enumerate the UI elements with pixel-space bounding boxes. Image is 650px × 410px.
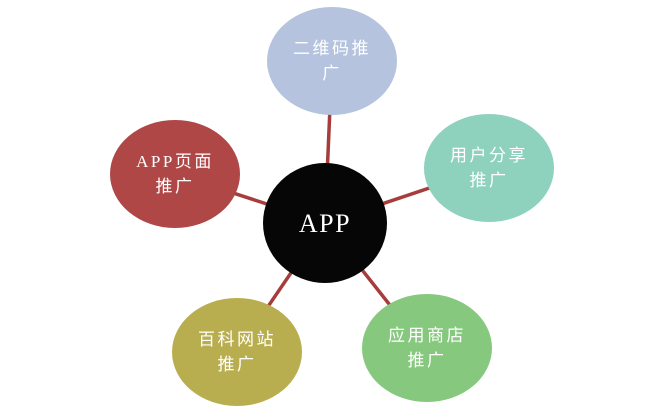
node-center-app: APP [263,163,387,283]
node-label-line2: 推广 [217,355,257,374]
node-label-line1: 百科网站 [198,330,276,349]
node-label-line2: 推广 [155,177,195,196]
node-qr-code-promotion: 二维码推 广 [267,7,397,115]
node-label-line2: 推广 [407,351,447,370]
node-label-line2: 推广 [469,171,509,190]
node-app-page-promotion: APP页面 推广 [110,120,240,228]
node-label-line2: 广 [322,64,342,83]
node-wiki-site-promotion: 百科网站 推广 [172,298,302,406]
node-label-line1: APP页面 [136,152,214,171]
center-label: APP [298,208,352,238]
node-label-line1: 二维码推 [293,39,371,58]
node-user-share-promotion: 用户分享 推广 [424,114,554,222]
node-label-line1: 应用商店 [388,326,466,345]
node-label-line1: 用户分享 [450,146,528,165]
node-app-store-promotion: 应用商店 推广 [362,294,492,402]
